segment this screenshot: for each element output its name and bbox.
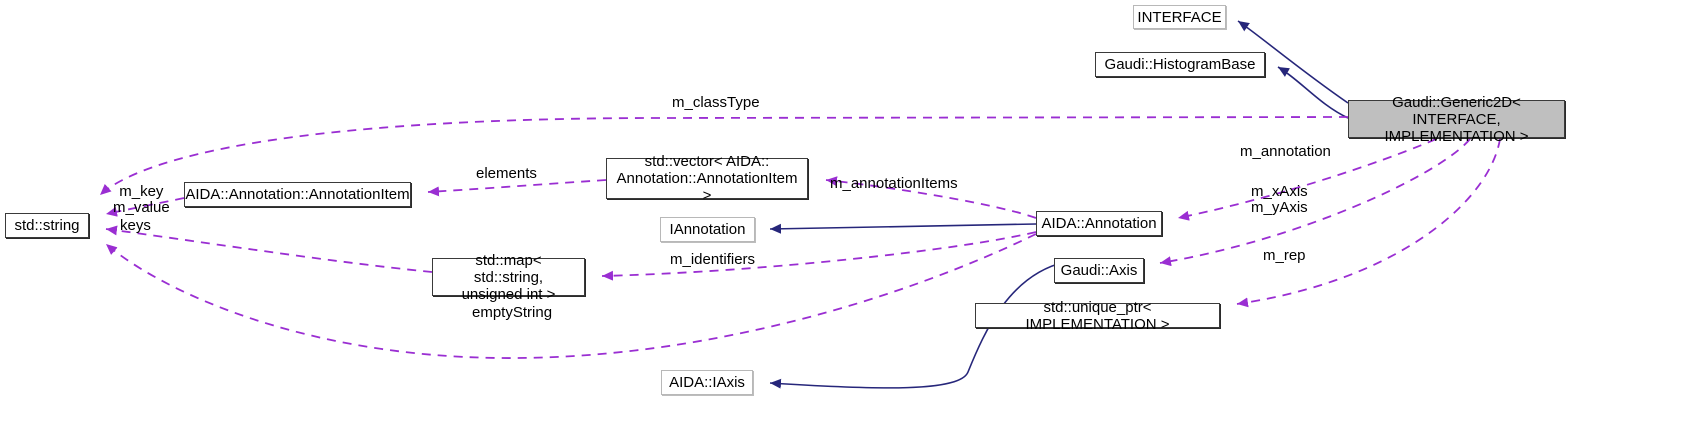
edge-interface-to-root xyxy=(1237,20,1349,104)
edge-root-m_classtype-stdstring xyxy=(99,116,1349,196)
node-aida-annotation-annotationitem-label: AIDA::Annotation::AnnotationItem xyxy=(185,186,410,203)
node-gaudi-generic2d[interactable]: Gaudi::Generic2D< INTERFACE, IMPLEMENTAT… xyxy=(1348,94,1565,145)
node-gaudi-histogrambase[interactable]: Gaudi::HistogramBase xyxy=(1095,52,1265,77)
edge-label-elements: elements xyxy=(476,165,537,182)
edge-label-m-identifiers: m_identifiers xyxy=(670,251,756,268)
edge-label-m-annotationitems: m_annotationItems xyxy=(830,175,958,192)
node-std-vector-annotationitem-label: std::vector< AIDA:: Annotation::Annotati… xyxy=(616,153,798,204)
edge-root-m_axes-gaudiaxis xyxy=(1159,138,1471,267)
edge-label-m-classtype: m_classType xyxy=(672,94,760,111)
node-std-map-string-uint[interactable]: std::map< std::string, unsigned int > xyxy=(432,252,585,303)
edge-stdmap-keys-stdstring xyxy=(105,225,433,273)
edge-annotation-emptystring-stdstring xyxy=(105,233,1037,359)
node-gaudi-histogrambase-label: Gaudi::HistogramBase xyxy=(1104,56,1256,73)
node-std-string[interactable]: std::string xyxy=(5,213,89,238)
edge-vector-elements-annotitem xyxy=(427,179,607,197)
node-interface-label: INTERFACE xyxy=(1137,8,1222,26)
node-aida-annotation-annotationitem[interactable]: AIDA::Annotation::AnnotationItem xyxy=(184,182,411,207)
node-gaudi-generic2d-label: Gaudi::Generic2D< INTERFACE, IMPLEMENTAT… xyxy=(1384,93,1529,145)
node-iannotation[interactable]: IAnnotation xyxy=(660,217,755,242)
node-std-unique-ptr-implementation-label: std::unique_ptr< IMPLEMENTATION > xyxy=(1025,298,1170,333)
node-std-vector-annotationitem[interactable]: std::vector< AIDA:: Annotation::Annotati… xyxy=(606,153,808,204)
node-std-unique-ptr-implementation[interactable]: std::unique_ptr< IMPLEMENTATION > xyxy=(975,299,1220,333)
edge-label-emptystring: emptyString xyxy=(472,304,553,321)
edge-label-m-xaxis-m-yaxis: m_xAxis m_yAxis xyxy=(1251,183,1308,216)
node-aida-iaxis-label: AIDA::IAxis xyxy=(669,374,745,391)
edge-label-m-rep: m_rep xyxy=(1263,247,1306,264)
edge-iaxis-to-gaudiaxis xyxy=(769,261,1066,389)
edge-label-m-key-m-value: m_key m_value xyxy=(113,183,170,216)
node-std-map-string-uint-label: std::map< std::string, unsigned int > xyxy=(461,251,556,303)
edge-annotation-m_annotationitems-vector xyxy=(825,176,1037,219)
node-iannotation-label: IAnnotation xyxy=(669,221,746,238)
node-gaudi-axis[interactable]: Gaudi::Axis xyxy=(1054,258,1144,283)
edge-root-m_annotation-annotation xyxy=(1177,138,1437,221)
node-aida-annotation[interactable]: AIDA::Annotation xyxy=(1036,211,1162,236)
edge-label-keys: keys xyxy=(120,217,151,234)
usage-edges xyxy=(99,116,1501,359)
edge-iannotation-to-annotation xyxy=(769,223,1037,234)
node-gaudi-axis-label: Gaudi::Axis xyxy=(1060,262,1138,279)
edge-histogrambase-to-root xyxy=(1277,66,1349,119)
node-aida-annotation-label: AIDA::Annotation xyxy=(1041,215,1157,232)
edge-root-m_rep-uniqueptr xyxy=(1236,138,1501,308)
edge-label-m-annotation: m_annotation xyxy=(1240,143,1331,160)
node-interface[interactable]: INTERFACE xyxy=(1133,5,1226,29)
edge-annotation-m_identifiers-stdmap xyxy=(601,231,1037,281)
edge-annotitem-m_key-m_value-stdstring xyxy=(105,197,185,217)
node-std-string-label: std::string xyxy=(14,217,80,234)
node-aida-iaxis[interactable]: AIDA::IAxis xyxy=(661,370,753,395)
inheritance-edges xyxy=(769,20,1349,389)
